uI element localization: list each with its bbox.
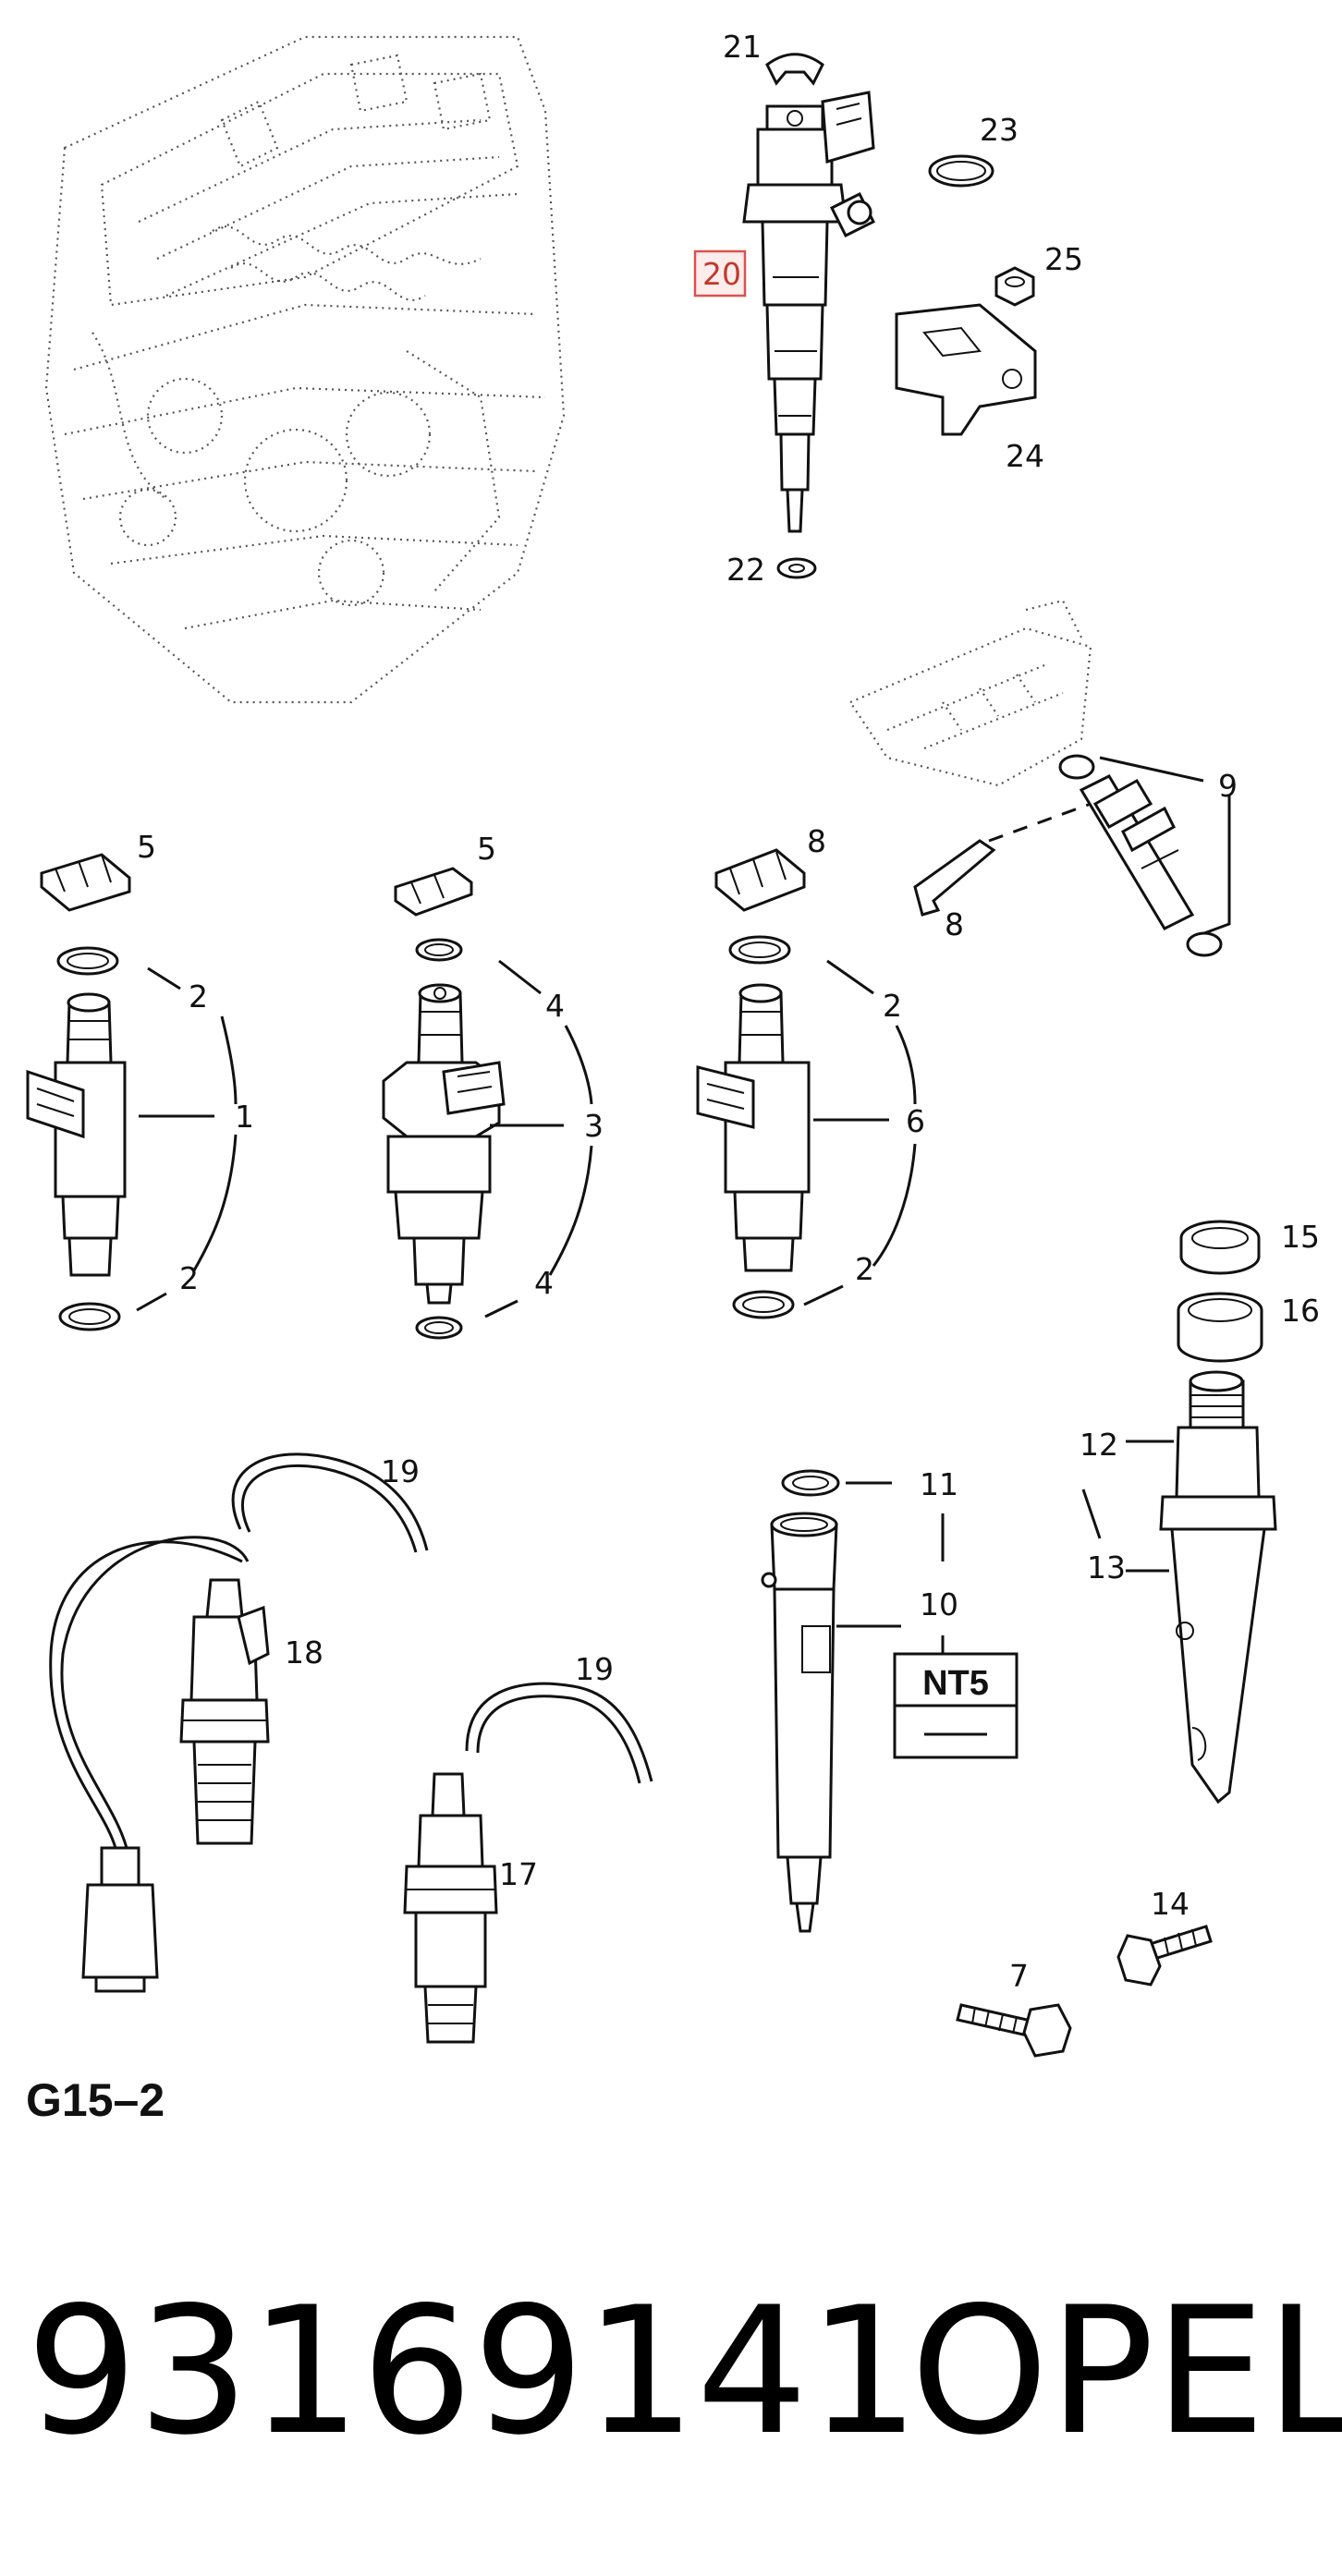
callout-17: 17 (499, 1856, 538, 1892)
callout-4-middle-top: 4 (545, 988, 565, 1024)
callout-4-middle-bottom: 4 (534, 1265, 554, 1301)
injector-9 (1058, 754, 1223, 957)
o-ring-2-left-top (56, 946, 119, 976)
callout-18: 18 (285, 1634, 323, 1671)
callout-8-right: 8 (945, 906, 964, 942)
leaders-1 (136, 966, 238, 1312)
callout-21: 21 (723, 29, 762, 65)
o-ring-4-middle-bottom (415, 1316, 463, 1340)
callout-1: 1 (235, 1099, 254, 1135)
nut-25 (994, 266, 1035, 307)
hose-19-lower-inner (476, 1695, 641, 1784)
injector-10 (761, 1512, 838, 1933)
callout-22: 22 (726, 552, 765, 588)
hose-19-upper (231, 1452, 429, 1551)
connector-plug (81, 1846, 159, 1993)
nt5-label: NT5 (922, 1664, 989, 1703)
seal-11 (781, 1469, 840, 1497)
o-ring-4-middle-top (415, 938, 463, 962)
sensor-17 (403, 1772, 498, 2044)
leaders-10-11 (836, 1481, 945, 1654)
callout-11: 11 (920, 1466, 958, 1502)
clip-5-left (40, 853, 131, 912)
callout-20: 20 (702, 256, 741, 292)
hose-19-lower (465, 1682, 653, 1782)
o-ring-2-right-top (728, 935, 791, 965)
o-ring-2-right-bottom (732, 1290, 795, 1319)
callout-9: 9 (1218, 768, 1238, 804)
callout-7: 7 (1009, 1958, 1029, 1994)
leaders-12-13 (1081, 1440, 1174, 1573)
callout-3: 3 (584, 1108, 604, 1144)
callout-25: 25 (1044, 241, 1083, 277)
o-ring-2-left-bottom (58, 1302, 121, 1331)
part-number: 93169141 (26, 2269, 920, 2473)
seal-15 (1179, 1220, 1261, 1275)
callout-24: 24 (1006, 438, 1044, 474)
callout-2-right-top: 2 (883, 988, 902, 1024)
engine-illustration (44, 35, 566, 704)
seal-16 (1177, 1292, 1263, 1363)
sensor-18-cable-inner (60, 1536, 250, 1849)
callout-5-left: 5 (137, 829, 156, 865)
callout-14: 14 (1151, 1886, 1190, 1922)
hose-19-upper-inner (241, 1464, 418, 1553)
callout-19-upper: 19 (381, 1453, 420, 1489)
clip-8-left (714, 848, 806, 912)
washer-22 (776, 557, 817, 579)
clip-8-right (913, 839, 996, 917)
callout-15: 15 (1281, 1219, 1320, 1255)
clip-5-middle (394, 867, 473, 917)
callout-13: 13 (1087, 1549, 1126, 1586)
callout-19-lower: 19 (575, 1651, 614, 1687)
leader-9 (1099, 756, 1231, 935)
callout-16: 16 (1281, 1293, 1320, 1329)
callout-2-left-top: 2 (189, 978, 208, 1015)
callout-2-left-bottom: 2 (179, 1260, 199, 1296)
injector-6 (696, 983, 811, 1272)
sensor-18 (179, 1578, 270, 1845)
sleeve-12-13 (1159, 1370, 1277, 1804)
leaders-3 (484, 959, 593, 1318)
brand-name: OPEL (910, 2269, 1342, 2473)
sheet-code: G15–2 (26, 2074, 165, 2126)
leader-8-right-dashed (988, 802, 1092, 843)
clamp-24 (895, 303, 1037, 436)
injector-1 (26, 992, 127, 1277)
highlight-box-20 (693, 249, 747, 298)
bolt-7 (956, 2003, 1072, 2058)
nt5-box (893, 1652, 1019, 1759)
fuel-rail-illustration (848, 599, 1092, 787)
callout-6: 6 (906, 1103, 925, 1139)
callout-2-right-bottom: 2 (855, 1251, 874, 1287)
leaders-6 (803, 959, 917, 1306)
callout-12: 12 (1080, 1427, 1118, 1463)
o-ring-23 (928, 154, 994, 188)
callout-5-middle: 5 (477, 831, 496, 867)
callout-23: 23 (980, 112, 1019, 148)
callout-10: 10 (920, 1586, 958, 1622)
injector-20 (742, 91, 876, 533)
clip-21 (765, 53, 824, 86)
callout-8-left: 8 (807, 823, 826, 859)
injector-3 (382, 983, 506, 1305)
bolt-14 (1116, 1925, 1213, 1987)
